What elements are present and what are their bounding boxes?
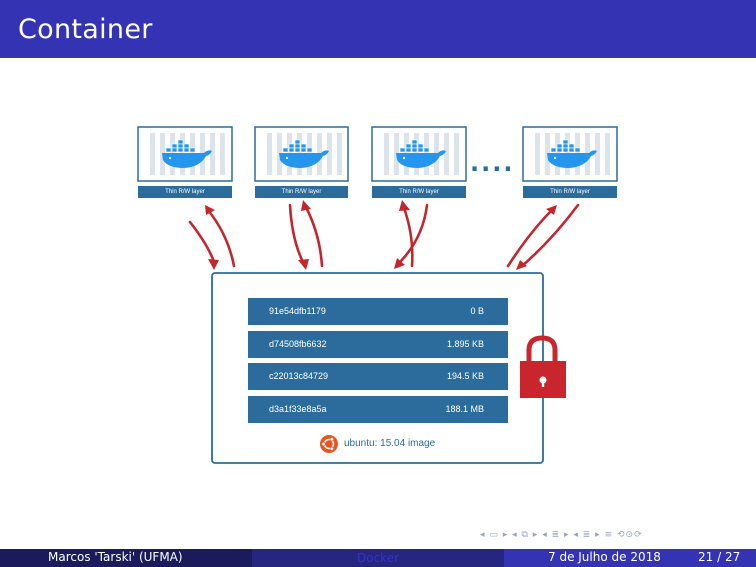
arrows [188,200,580,270]
footer-date: 7 de Julho de 2018 [548,550,661,564]
nav-document-icon[interactable]: ◂ ≣ ▸ [573,530,601,540]
slide-title: Container [18,14,153,45]
container-3 [371,126,467,182]
container-2-label: Thin R/W layer [255,186,348,198]
container-4 [522,126,618,182]
layer-id: 91e54dfb1179 [269,306,326,316]
footer-page-number: 21 / 27 [698,550,741,564]
container-4-label: Thin R/W layer [523,186,617,198]
nav-frame-back-icon[interactable]: ◂ ▭ ▸ [480,530,509,540]
image-layer: 91e54dfb1179 0 B [248,298,508,325]
layer-id: d3a1f33e8a5a [269,404,327,414]
layer-size: 1.895 KB [446,339,484,349]
nav-section-icon[interactable]: ◂ ≣ ▸ [542,530,570,540]
nav-search-icon[interactable]: ⟲⊙⟳ [617,530,643,540]
layer-size: 0 B [470,306,484,316]
image-layer: d3a1f33e8a5a 188.1 MB [248,396,508,423]
container-2 [254,126,349,182]
nav-align-icon[interactable]: ≡ [604,530,614,540]
container-3-label: Thin R/W layer [372,186,466,198]
layer-id: c22013c84729 [269,371,329,381]
title-bar: Container [0,0,756,58]
footer-short-title: Docker [252,549,504,567]
ellipsis: .... [470,149,515,177]
container-1-label: Thin R/W layer [138,186,232,198]
layer-size: 194.5 KB [446,371,484,381]
image-layer: c22013c84729 194.5 KB [248,363,508,390]
layer-id: d74508fb6632 [269,339,327,349]
ubuntu-logo-icon [320,435,338,453]
base-image-label: ubuntu: 15.04 image [344,438,436,449]
footer-left: Marcos 'Tarski' (UFMA) [0,549,252,567]
container-1 [137,126,233,182]
layer-size: 188.1 MB [445,404,484,414]
footer-right: 7 de Julho de 2018 21 / 27 [504,549,756,567]
navigation-symbols[interactable]: ◂ ▭ ▸ ◂ ⧉ ▸ ◂ ≣ ▸ ◂ ≣ ▸ ≡ ⟲⊙⟳ [480,530,643,540]
image-layer: d74508fb6632 1.895 KB [248,331,508,358]
footer-author: Marcos 'Tarski' (UFMA) [48,550,183,564]
nav-subsection-icon[interactable]: ◂ ⧉ ▸ [512,530,539,540]
footer: Marcos 'Tarski' (UFMA) Docker 7 de Julho… [0,549,756,567]
lock-icon [520,335,566,398]
